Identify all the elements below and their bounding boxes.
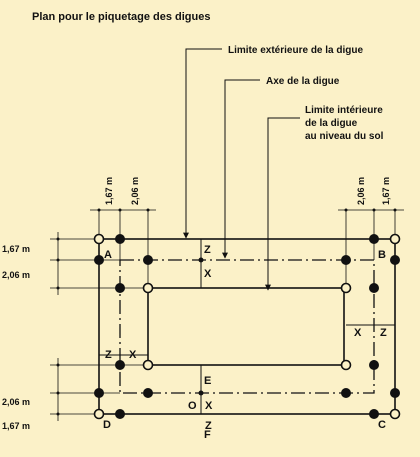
leader-inner-limit xyxy=(265,117,300,291)
section-markers xyxy=(99,239,395,414)
callout-inner-limit-line3: au niveau du sol xyxy=(305,131,384,142)
stake-corner xyxy=(340,359,352,371)
mark-z-top: Z xyxy=(204,244,211,256)
dim-top-right-167: 1,67 m xyxy=(381,177,391,205)
point-label-c: C xyxy=(378,419,386,431)
callout-inner-limit-line2: de la digue xyxy=(305,118,358,129)
mark-z-bottom: Z xyxy=(205,420,212,432)
stake-corner xyxy=(93,233,105,245)
stake-corner xyxy=(389,408,401,420)
callout-axis: Axe de la digue xyxy=(266,76,340,87)
point-label-a: A xyxy=(104,249,112,261)
page-title: Plan pour le piquetage des digues xyxy=(32,11,210,23)
stakes-open xyxy=(93,233,401,420)
callout-leaders xyxy=(183,48,300,291)
stake-corner xyxy=(142,282,154,294)
callout-outer-limit: Limite extérieure de la digue xyxy=(228,45,363,56)
stake xyxy=(143,388,153,398)
stake xyxy=(369,283,379,293)
dim-left-top-167: 1,67 m xyxy=(2,244,30,254)
stake xyxy=(115,409,125,419)
stake xyxy=(115,234,125,244)
leader-axis xyxy=(222,79,260,259)
axis-point xyxy=(198,390,204,396)
dim-top-left-206: 2,06 m xyxy=(130,177,140,205)
mark-z-right: Z xyxy=(380,327,387,339)
dim-left-top-206: 2,06 m xyxy=(2,270,30,280)
stake xyxy=(369,360,379,370)
stake xyxy=(115,283,125,293)
inner-limit-line xyxy=(147,287,345,366)
axis-point xyxy=(198,257,204,263)
stake xyxy=(390,255,400,265)
stake xyxy=(94,255,104,265)
mark-x-left: X xyxy=(129,349,137,361)
dike-axis-line xyxy=(119,259,375,394)
mark-x-right: X xyxy=(354,327,362,339)
point-label-e: E xyxy=(204,375,211,387)
stake xyxy=(390,388,400,398)
point-label-d: D xyxy=(103,419,111,431)
dimension-ticks xyxy=(56,208,397,416)
stakes-filled xyxy=(94,234,400,419)
stake-corner xyxy=(340,282,352,294)
point-label-b: B xyxy=(378,249,386,261)
dim-left-bottom-206: 2,06 m xyxy=(2,397,30,407)
point-label-f: F xyxy=(204,429,211,441)
stake-corner xyxy=(389,233,401,245)
dim-top-right-206: 2,06 m xyxy=(356,177,366,205)
stake xyxy=(94,388,104,398)
stake xyxy=(115,360,125,370)
point-label-o: O xyxy=(188,400,197,412)
mark-z-left: Z xyxy=(105,349,112,361)
leader-outer-limit xyxy=(183,48,222,239)
outer-limit-line xyxy=(98,238,396,415)
dim-left-bottom-167: 1,67 m xyxy=(2,421,30,431)
stake-corner xyxy=(93,408,105,420)
mark-x-top: X xyxy=(204,268,212,280)
dim-top-left-167: 1,67 m xyxy=(104,177,114,205)
mark-x-bottom: X xyxy=(205,400,213,412)
callout-inner-limit-line1: Limite intérieure xyxy=(305,105,383,116)
stake xyxy=(143,255,153,265)
stake xyxy=(341,388,351,398)
stake xyxy=(369,409,379,419)
stake xyxy=(369,234,379,244)
stake-corner xyxy=(142,359,154,371)
stake xyxy=(341,255,351,265)
